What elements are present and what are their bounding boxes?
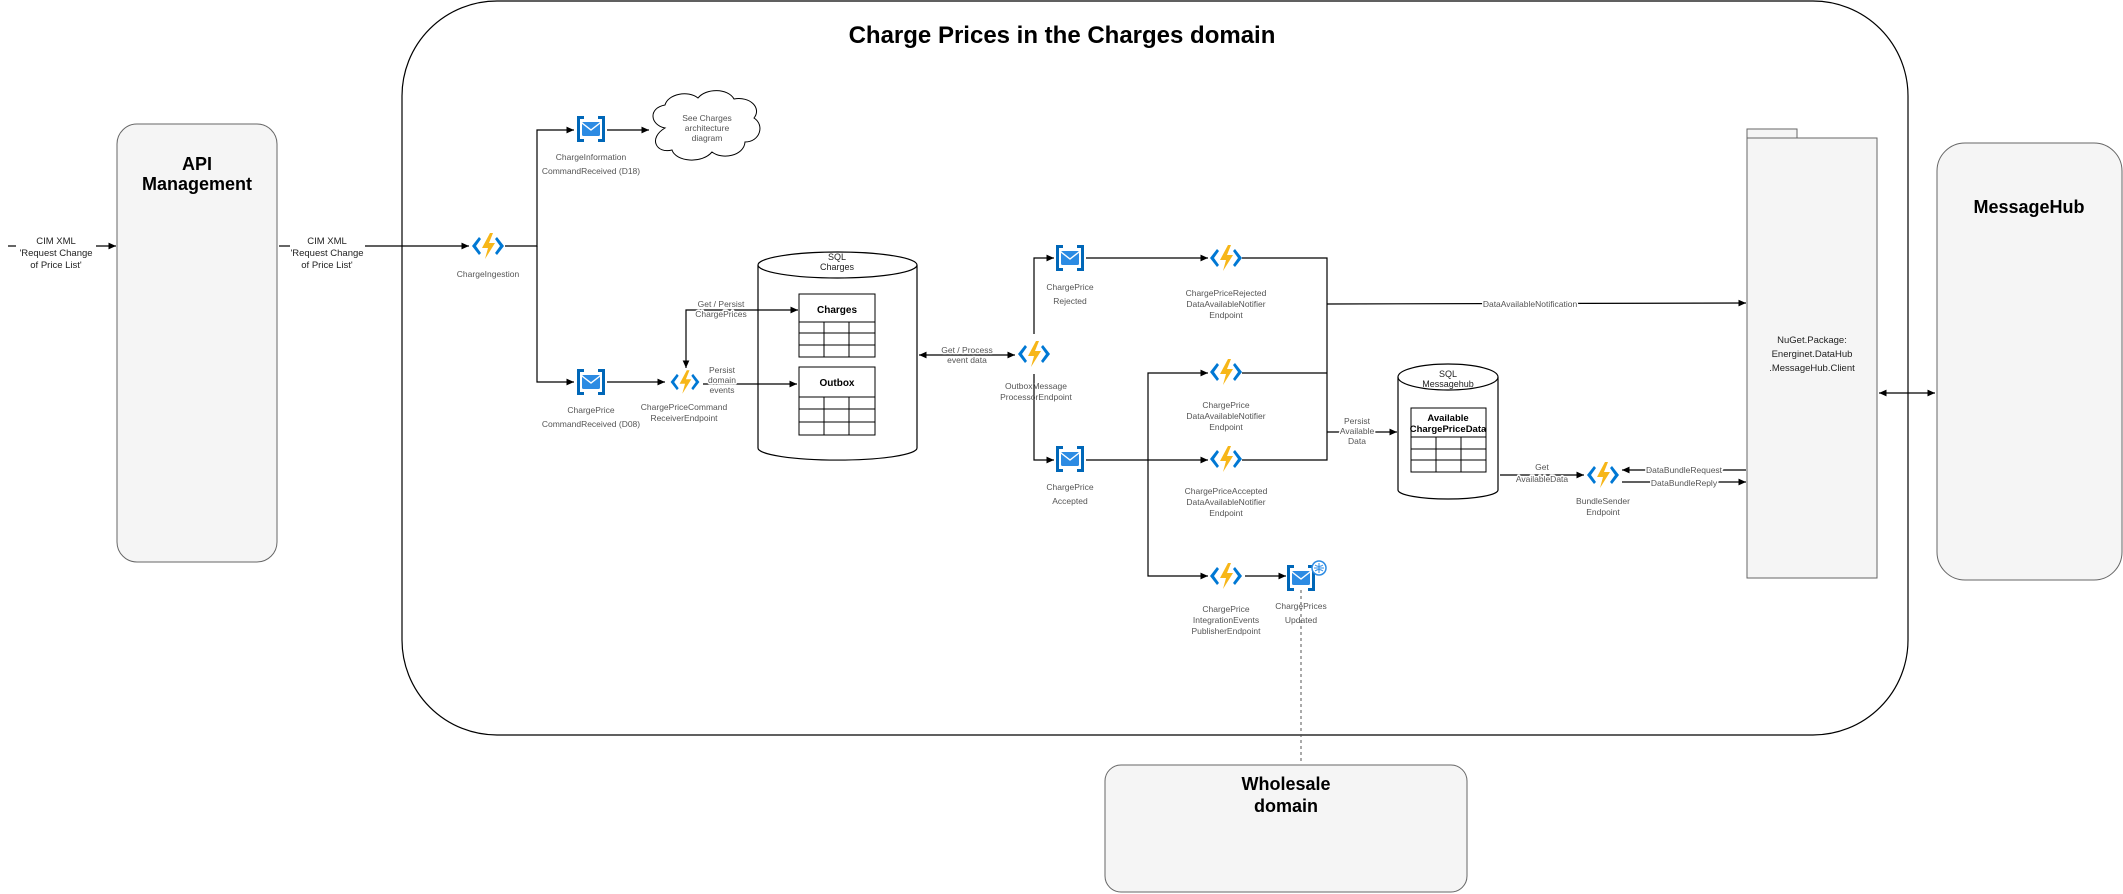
data-bundle-reply-label: DataBundleReply bbox=[1651, 478, 1718, 488]
chargeprices-updated-topic-icon bbox=[1286, 560, 1327, 592]
outbox-table-title: Outbox bbox=[820, 378, 855, 389]
diagram-title: Charge Prices in the Charges domain bbox=[849, 22, 1276, 49]
charges-domain-boundary bbox=[401, 0, 1909, 736]
outbox-table bbox=[798, 366, 876, 436]
architecture-cloud bbox=[652, 90, 761, 161]
ingestion-to-chargeprice-arrow bbox=[536, 246, 574, 386]
messagehub-box bbox=[1936, 142, 2123, 581]
charges-table bbox=[798, 293, 876, 358]
data-available-notification-arrow bbox=[1326, 299, 1747, 307]
data-bundle-request-label: DataBundleRequest bbox=[1646, 465, 1723, 475]
ingestion-to-chargeinformation-arrow bbox=[505, 126, 574, 247]
processor-to-accepted-arrow bbox=[1033, 374, 1054, 464]
nuget-package-label: NuGet.Package:Energinet.DataHub.MessageH… bbox=[1769, 335, 1855, 374]
nuget-package-box bbox=[1746, 137, 1878, 579]
notifier-collector-line bbox=[1242, 257, 1328, 461]
processor-to-rejected-arrow bbox=[1033, 254, 1054, 334]
messagehub-label: MessageHub bbox=[1973, 197, 2084, 217]
api-management-box bbox=[116, 123, 278, 563]
accepted-to-price-notifier-arrow bbox=[1147, 369, 1208, 460]
wholesale-domain-box bbox=[1104, 764, 1468, 893]
receiver-charges-arrow bbox=[682, 306, 798, 368]
data-available-notification-label: DataAvailableNotification bbox=[1483, 299, 1578, 309]
charges-table-title: Charges bbox=[817, 305, 857, 316]
available-chargepricedata-table bbox=[1410, 407, 1487, 473]
accepted-to-publisher-arrow bbox=[1147, 460, 1208, 580]
chargeingestion-label: ChargeIngestion bbox=[457, 269, 520, 279]
